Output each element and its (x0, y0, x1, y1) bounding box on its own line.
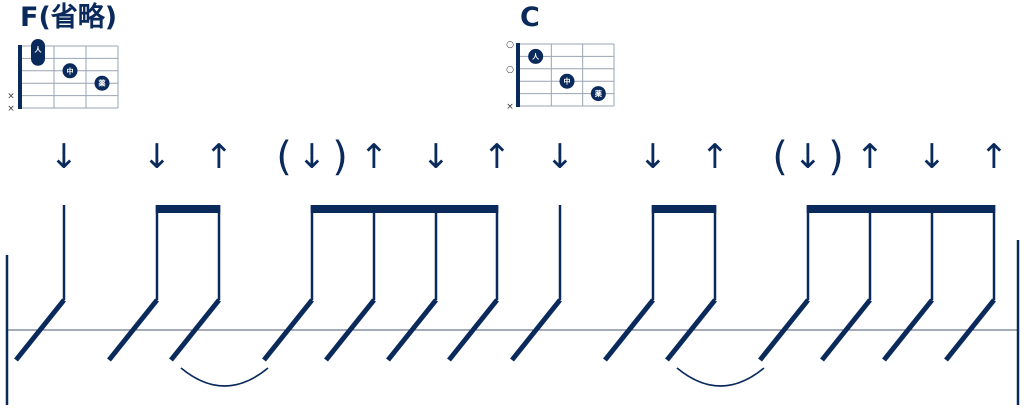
slash-notehead (510, 298, 562, 362)
paren-close: ) (828, 134, 844, 180)
up-arrow-icon: ↑ (980, 137, 1009, 177)
beam (806, 205, 996, 213)
paren-close: ) (332, 134, 348, 180)
slash-notehead (944, 298, 996, 362)
slash-notehead (820, 298, 872, 362)
up-arrow-icon: ↑ (856, 137, 885, 177)
chord-diagram-0: × × 人中薬 (7, 39, 119, 114)
down-arrow-icon: ↓ (50, 137, 79, 177)
slash-notehead (603, 298, 655, 362)
beam (651, 205, 717, 213)
slash-notehead (758, 298, 810, 362)
rhythm-staff (5, 205, 1020, 405)
up-arrow-icon: ↑ (205, 137, 234, 177)
finger-label: 中 (67, 66, 74, 75)
stroke-arrows: ↓↓↑↓()↑↓↑↓↓↑↓()↑↓↑ (50, 134, 1009, 180)
tie (676, 367, 765, 387)
slash-notehead (882, 298, 934, 362)
up-arrow-icon: ↑ (701, 137, 730, 177)
finger-label: 中 (564, 77, 571, 86)
chord-name-f: F(省略) (20, 2, 118, 33)
finger-dot (590, 86, 606, 102)
finger-dot (62, 63, 78, 79)
slash-notehead (386, 298, 438, 362)
nut (18, 45, 22, 109)
up-arrow-icon: ↑ (483, 137, 512, 177)
beam (155, 205, 221, 213)
chord-diagram-1: ○ ○ × 人中薬 (506, 40, 615, 112)
nut (516, 43, 520, 107)
paren-open: ( (276, 134, 292, 180)
slash-notehead (447, 298, 499, 362)
slash-notehead (665, 298, 717, 362)
open-mute-mark: × (506, 102, 514, 112)
down-arrow-icon: ↓ (794, 137, 823, 177)
down-arrow-icon: ↓ (918, 137, 947, 177)
beam (310, 205, 499, 213)
down-arrow-icon: ↓ (546, 137, 575, 177)
tie (180, 367, 269, 387)
open-mute-mark: × (7, 104, 15, 114)
down-arrow-icon: ↓ (298, 137, 327, 177)
finger-label: 人 (35, 45, 43, 54)
barre-mark (31, 39, 45, 66)
slash-notehead (14, 298, 66, 362)
down-arrow-icon: ↓ (422, 137, 451, 177)
finger-dot (528, 48, 544, 64)
down-arrow-icon: ↓ (639, 137, 668, 177)
finger-label: 人 (532, 52, 540, 61)
slash-notehead (262, 298, 314, 362)
open-mute-mark: ○ (506, 40, 514, 50)
up-arrow-icon: ↑ (360, 137, 389, 177)
paren-open: ( (772, 134, 788, 180)
finger-label: 薬 (98, 79, 107, 88)
open-mute-mark: × (7, 92, 15, 102)
chord-name-c: C (520, 2, 540, 33)
down-arrow-icon: ↓ (143, 137, 172, 177)
finger-label: 薬 (594, 89, 603, 98)
finger-dot (94, 75, 110, 91)
slash-notehead (324, 298, 376, 362)
chord-diagrams: ××人中薬○○×人中薬 (7, 39, 615, 114)
slash-notehead (107, 298, 159, 362)
finger-dot (559, 73, 575, 89)
slash-notehead (169, 298, 221, 362)
open-mute-mark: ○ (506, 65, 514, 75)
